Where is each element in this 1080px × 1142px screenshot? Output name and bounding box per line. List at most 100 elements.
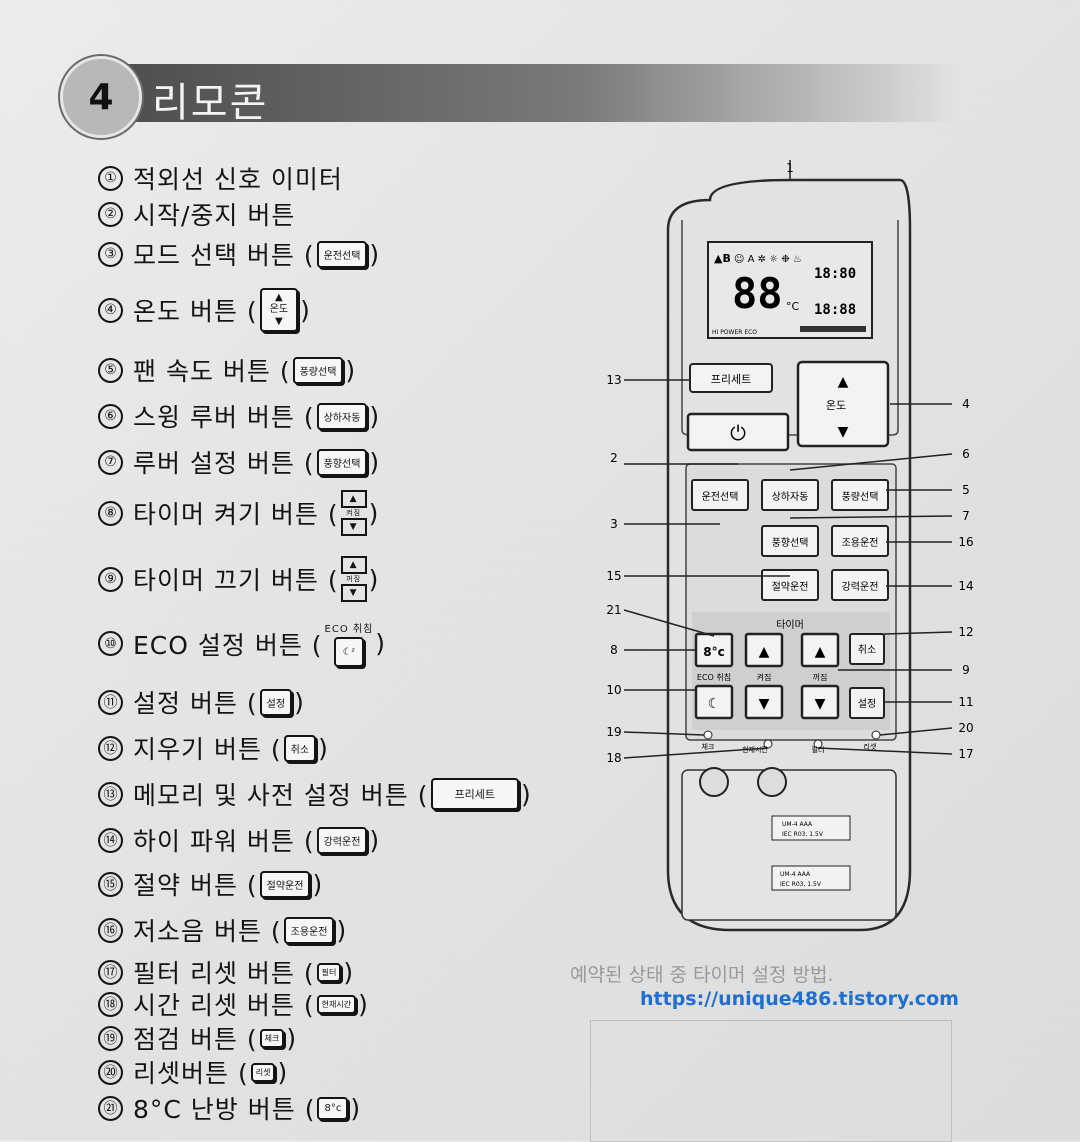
callout-10: 10 xyxy=(606,683,621,697)
reset-button[interactable] xyxy=(871,730,881,740)
paren: ) xyxy=(300,295,311,325)
cancel-button[interactable] xyxy=(849,633,885,665)
item-number: ⑰ xyxy=(98,959,123,985)
callout-2: 2 xyxy=(610,451,618,465)
lcd-signal-bars xyxy=(800,326,866,332)
set-button[interactable] xyxy=(849,687,885,719)
item-number: ⑬ xyxy=(98,781,123,807)
item-text: 스윙 루버 버튼 ( xyxy=(133,403,315,432)
filter-button-chip: 필터 xyxy=(316,962,342,982)
list-item: ③ 모드 선택 버튼 ( 운전선택 ) xyxy=(98,236,380,272)
list-item: ⑬ 메모리 및 사전 설정 버튼 ( 프리세트 ) xyxy=(98,776,532,812)
timer-on-down-button[interactable] xyxy=(744,684,784,720)
list-item: ⑦ 루버 설정 버튼 ( 풍향선택 ) xyxy=(98,444,380,480)
list-item: ⑫ 지우기 버튼 ( 취소 ) xyxy=(98,730,329,766)
up-arrow-icon: ▲ xyxy=(340,490,367,508)
callout-8: 8 xyxy=(610,643,618,657)
callout-3: 3 xyxy=(610,517,618,531)
battery-lower xyxy=(771,865,851,891)
callout-5: 5 xyxy=(962,483,970,497)
item-number: ⑲ xyxy=(98,1025,123,1051)
down-arrow-icon: ▼ xyxy=(759,696,770,712)
paren: ) xyxy=(369,401,381,431)
paren: ) xyxy=(312,869,324,899)
fan-button[interactable] xyxy=(831,479,889,511)
list-item: ② 시작/중지 버튼 xyxy=(98,196,295,232)
power-button[interactable] xyxy=(686,412,790,452)
list-item: ① 적외선 신호 이미터 xyxy=(98,160,343,196)
battery-model: UM-4 AAA xyxy=(780,871,811,878)
item-number: ② xyxy=(98,201,123,227)
set-button-chip: 설정 xyxy=(259,688,293,716)
battery-model: UM-4 AAA xyxy=(782,821,813,828)
item-number: ⑨ xyxy=(98,566,123,592)
louver-button-chip: 풍향선택 xyxy=(316,448,368,476)
paren: ) xyxy=(375,629,387,658)
item-number: ⑳ xyxy=(98,1059,123,1085)
paren: ) xyxy=(520,779,532,809)
timer-on-up-button[interactable] xyxy=(744,632,784,668)
callout-11: 11 xyxy=(958,695,973,709)
callout-9: 9 xyxy=(962,663,970,677)
paren: ) xyxy=(318,733,329,763)
timer-off-up-button[interactable] xyxy=(800,632,840,668)
quiet-button-chip: 조용운전 xyxy=(283,916,335,944)
louver-button-label: 풍향선택 xyxy=(772,537,809,549)
preset-button[interactable] xyxy=(689,363,773,393)
lcd-bottom-label: HI POWER ECO xyxy=(712,329,757,336)
swing-button[interactable] xyxy=(761,479,819,511)
chip-label: 켜짐 xyxy=(346,509,362,517)
item-text: ECO 설정 버튼 ( xyxy=(133,630,323,660)
cancel-button-label: 취소 xyxy=(858,644,876,656)
check-label: 체크 xyxy=(702,743,715,751)
list-item: ⑩ ECO 설정 버튼 ( ECO 취침 ☾ᶻ ) xyxy=(98,620,386,667)
item-number: ㉑ xyxy=(98,1095,123,1121)
eco-save-button[interactable] xyxy=(761,569,819,601)
paren: ) xyxy=(345,355,357,385)
check-button[interactable] xyxy=(703,730,713,740)
up-arrow-icon: ▲ xyxy=(275,292,283,303)
callout-6: 6 xyxy=(962,447,970,461)
item-number: ⑪ xyxy=(98,689,123,715)
chip-label: 꺼짐 xyxy=(346,575,362,583)
mode-button-label: 운전선택 xyxy=(702,491,739,503)
mode-button[interactable] xyxy=(691,479,749,511)
item-text: 모드 선택 버튼 ( xyxy=(133,241,315,270)
list-item: ⑧ 타이머 켜기 버튼 ( ▲ 켜짐 ▼ ) xyxy=(98,490,379,536)
lcd-screen xyxy=(707,241,873,339)
callout-19: 19 xyxy=(606,725,621,739)
callout-21: 21 xyxy=(606,603,621,617)
callout-7: 7 xyxy=(962,509,970,523)
hipower-button[interactable] xyxy=(831,569,889,601)
list-item: ⑪ 설정 버튼 ( 설정 ) xyxy=(98,684,305,720)
timer-off-caption: 꺼짐 xyxy=(813,672,828,682)
paren: ) xyxy=(369,239,381,269)
list-item: ⑮ 절약 버튼 ( 절약운전 ) xyxy=(98,866,323,902)
item-text: 타이머 켜기 버튼 ( xyxy=(133,500,339,529)
reset-label: 리셋 xyxy=(864,742,877,751)
callout-lines xyxy=(623,160,953,759)
temperature-button[interactable] xyxy=(796,360,890,448)
list-item: ④ 온도 버튼 ( ▲ 온도 ▼ ) xyxy=(98,288,311,332)
quiet-button[interactable] xyxy=(831,525,889,557)
heat8-button-chip: 8°c xyxy=(317,1096,349,1120)
watermark-url: https://unique486.tistory.com xyxy=(640,988,959,1010)
timer-on-chip: ▲ 켜짐 ▼ xyxy=(340,490,367,536)
preset-button-chip: 프리세트 xyxy=(430,778,519,810)
louver-button[interactable] xyxy=(761,525,819,557)
lcd-time-lower: 18:88 xyxy=(814,302,856,318)
callout-14: 14 xyxy=(958,579,973,593)
swing-button-label: 상하자동 xyxy=(772,490,809,503)
item-text: 시작/중지 버튼 xyxy=(133,201,296,230)
timer-off-down-button[interactable] xyxy=(800,684,840,720)
down-arrow-icon: ▼ xyxy=(340,518,367,536)
down-arrow-icon: ▼ xyxy=(275,316,283,327)
callout-18: 18 xyxy=(606,751,621,765)
remote-diagram: ▲B ☺ A ✲ ☼ ❉ ♨ 88 °C 18:80 18:88 HI POWE… xyxy=(606,160,974,932)
item-text: 설정 버튼 ( xyxy=(133,689,258,718)
eco-sleep-button[interactable] xyxy=(694,684,734,720)
lcd-time-upper: 18:80 xyxy=(814,266,856,282)
item-number: ⑦ xyxy=(98,449,123,475)
callout-16: 16 xyxy=(958,535,973,549)
callout-20: 20 xyxy=(958,721,973,735)
